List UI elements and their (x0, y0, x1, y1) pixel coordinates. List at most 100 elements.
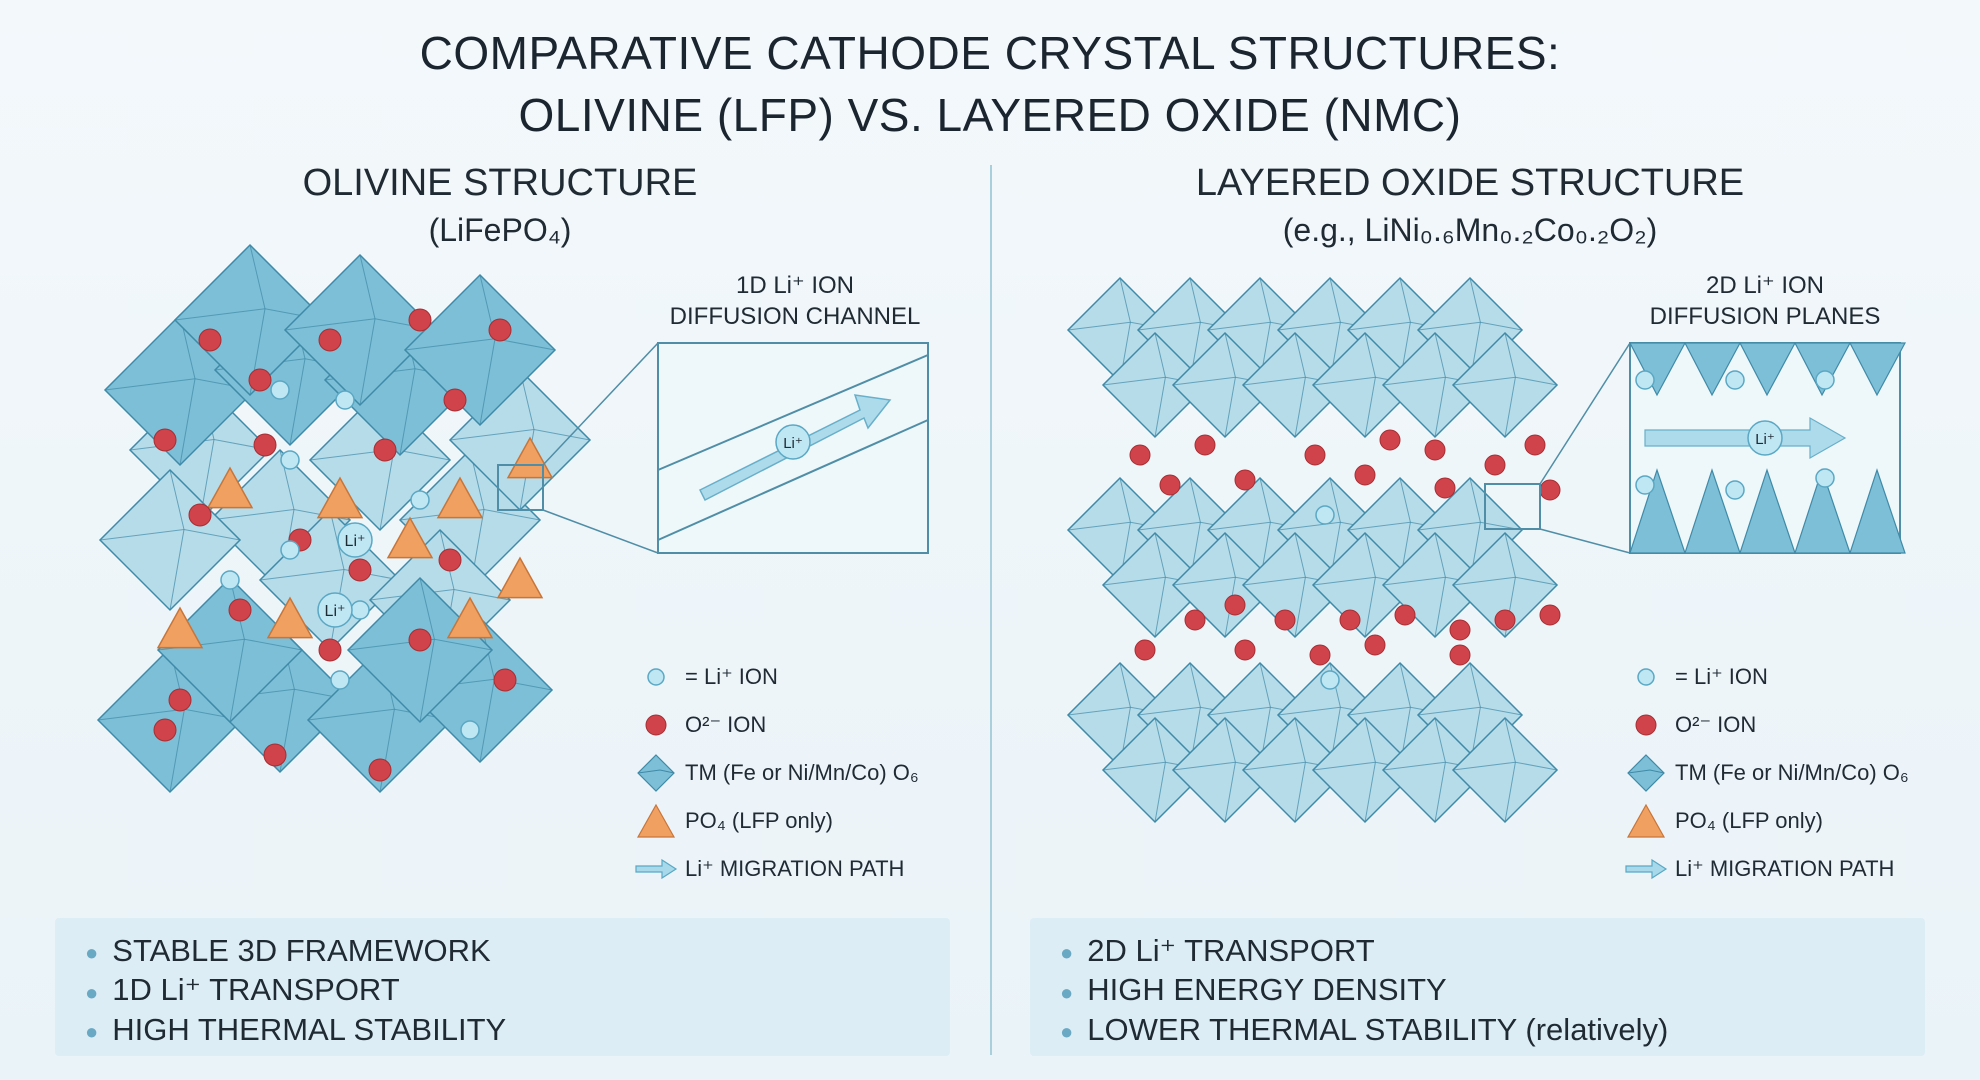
octahedron-edge (1224, 332, 1236, 378)
octahedron-edge (1504, 762, 1516, 823)
li-ion (350, 600, 370, 620)
oxygen-ion (1184, 609, 1206, 631)
octahedron-edge (1224, 762, 1236, 823)
bullet-icon: ● (1060, 1018, 1074, 1044)
octahedron-edge (479, 338, 496, 426)
li-ion (1725, 370, 1745, 390)
po4-tetrahedron (436, 476, 484, 519)
oxygen-ion (153, 428, 177, 452)
li-ion (1725, 480, 1745, 500)
li-ion (1747, 420, 1783, 456)
octahedron-icon (1625, 753, 1667, 793)
legend-label: Li⁺ MIGRATION PATH (685, 856, 905, 881)
octahedron-edge (1294, 717, 1306, 763)
right-summary-box: ●2D Li⁺ TRANSPORT ●HIGH ENERGY DENSITY ●… (1030, 918, 1925, 1056)
oxygen-ion (493, 668, 517, 692)
zoom-connector-line (1539, 528, 1631, 554)
legend-item: Li⁺ MIGRATION PATH (1625, 849, 1955, 889)
octahedron-edge (1294, 377, 1306, 438)
octahedron-edge (1154, 577, 1166, 638)
right-zoom-label-line2: DIFFUSION PLANES (1649, 303, 1881, 330)
octahedron-edge (1434, 717, 1446, 763)
legend-label: Li⁺ MIGRATION PATH (1675, 856, 1895, 881)
oxygen-ion (1539, 479, 1561, 501)
legend-item: PO₄ (LFP only) (635, 801, 965, 841)
oxygen-ion (443, 388, 467, 412)
legend-label: O²⁻ ION (1675, 712, 1757, 737)
left-summary-item: ●STABLE 3D FRAMEWORK (85, 933, 491, 968)
octahedron (1241, 331, 1349, 439)
oxygen-ion (438, 548, 462, 572)
legend-item: Li⁺ MIGRATION PATH (635, 849, 965, 889)
oxygen-ion (408, 308, 432, 332)
octahedron-edge (169, 529, 185, 611)
octahedron-edge (419, 577, 435, 640)
zoom-li-label: Li⁺ (783, 435, 803, 452)
li-ion-icon (635, 657, 677, 697)
panel-divider (990, 165, 992, 1055)
octahedron-edge (1417, 521, 1523, 531)
left-summary-box: ●STABLE 3D FRAMEWORK ●1D Li⁺ TRANSPORT ●… (55, 918, 950, 1056)
oxygen-ion (1434, 477, 1456, 499)
li-ion (460, 720, 480, 740)
octahedron-edge (1329, 277, 1341, 323)
oxygen-ion (1449, 644, 1471, 666)
oxygen-ion (263, 743, 287, 767)
octahedron (1241, 531, 1349, 639)
tetrahedron-icon (1625, 801, 1667, 841)
octahedron-edge (169, 469, 185, 530)
oxygen-ion (1539, 604, 1561, 626)
octahedron-edge (1364, 332, 1376, 378)
octahedron-edge (479, 679, 495, 763)
li-ion (1315, 505, 1335, 525)
octahedron-edge (1417, 321, 1523, 331)
po4-tetrahedron (266, 596, 314, 639)
octahedron-edge (1154, 532, 1166, 578)
octahedron-icon (635, 753, 677, 793)
octahedron-edge (419, 639, 435, 723)
legend-item: = Li⁺ ION (635, 657, 965, 697)
inset-octahedron (1794, 468, 1851, 554)
oxygen-ion (1424, 439, 1446, 461)
arrow-icon (635, 849, 678, 889)
oxygen-ion (198, 328, 222, 352)
octahedron-edge (1434, 577, 1446, 638)
channel-wall (657, 419, 929, 541)
oxygen-ion (318, 328, 342, 352)
octahedron-edge (1119, 662, 1131, 708)
bullet-icon: ● (85, 979, 99, 1005)
octahedron (1311, 531, 1419, 639)
oxygen-ion-icon (1625, 705, 1667, 745)
octahedron-edge (1417, 706, 1523, 716)
oxygen-ion (168, 688, 192, 712)
octahedron-edge (1224, 377, 1236, 438)
inset-octahedron (1629, 468, 1686, 554)
oxygen-ion (1394, 604, 1416, 626)
po4-tetrahedron (156, 606, 204, 649)
oxygen-ion (1274, 609, 1296, 631)
octahedron (1101, 531, 1209, 639)
octahedron-edge (399, 368, 416, 456)
octahedron-edge (1399, 277, 1411, 323)
octahedron-edge (1364, 762, 1376, 823)
legend-label: = Li⁺ ION (685, 664, 778, 689)
right-panel-formula: (e.g., LiNi₀.₆Mn₀.₂Co₀.₂O₂) (1282, 212, 1658, 248)
oxygen-ion (488, 318, 512, 342)
octahedron-edge (1469, 662, 1481, 708)
bullet-icon: ● (1060, 979, 1074, 1005)
octahedron-edge (1224, 532, 1236, 578)
channel-wall (657, 354, 929, 471)
inset-octahedron (1739, 342, 1797, 397)
oxygen-ion (188, 503, 212, 527)
left-summary-item: ●HIGH THERMAL STABILITY (85, 1011, 507, 1047)
oxygen-ion (1304, 444, 1326, 466)
legend-item: TM (Fe or Ni/Mn/Co) O₆ (635, 753, 965, 793)
octahedron (1451, 716, 1559, 824)
right-summary-item: ●LOWER THERMAL STABILITY (relatively) (1060, 1011, 1669, 1047)
right-zoom-label: 2D Li⁺ ION DIFFUSION PLANES (1610, 270, 1920, 332)
li-ion (330, 670, 350, 690)
octahedron-edge (1294, 332, 1306, 378)
oxygen-ion (228, 598, 252, 622)
li-ion (1635, 475, 1655, 495)
title-line-2: OLIVINE (LFP) VS. LAYERED OXIDE (NMC) (518, 89, 1462, 141)
